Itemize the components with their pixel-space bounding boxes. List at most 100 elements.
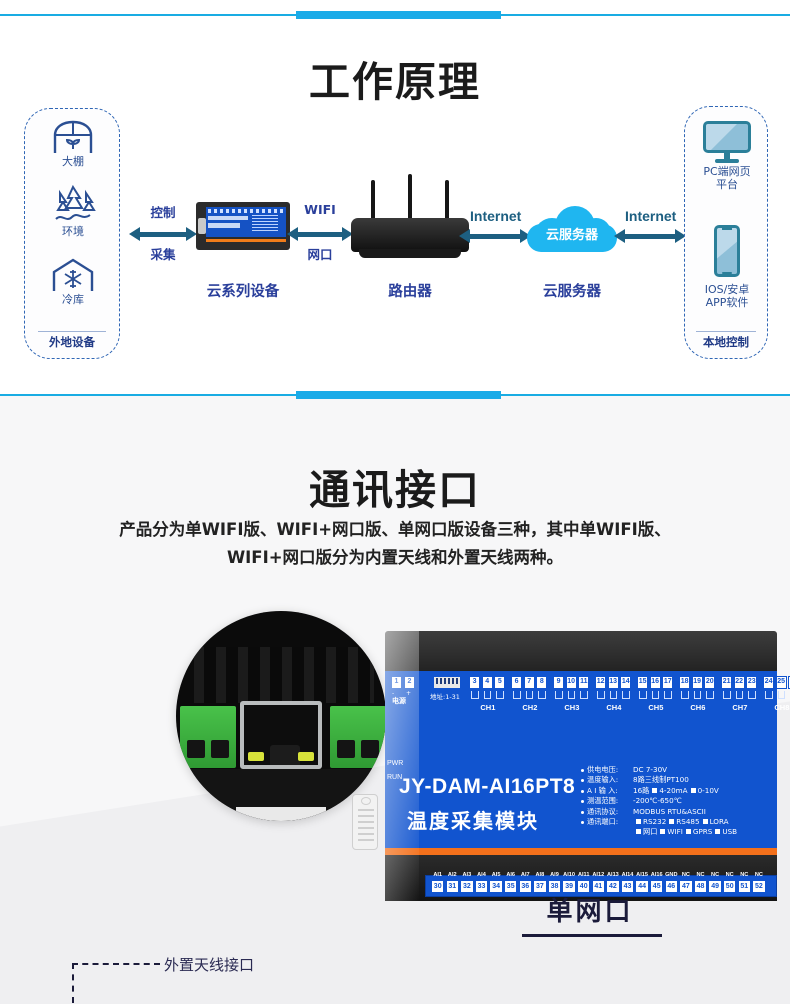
router-antenna-right [445,180,449,220]
device-front-label: PWR RUN 1 2 - + 电源 [385,671,790,855]
spec-row: 测温范围:-200℃-650℃ [581,796,773,806]
spec-option: USB [722,827,738,837]
channel-label: CH7 [732,703,748,712]
rj45-led-right [298,752,314,761]
terminal-wiring-mark [706,691,714,699]
cold-storage-icon [52,258,94,291]
bottom-terminal-label: NC [740,872,749,878]
channel-terminal [746,676,758,689]
cold-storage-item: 冷库 [25,257,121,306]
bottom-terminal: 51 [737,880,751,893]
environment-item: 环境 [25,185,121,238]
channel-terminal [662,676,674,689]
power-terminal-2-num: 2 [407,678,412,685]
router-label: 路由器 [388,284,432,300]
spec-key: 测温范围: [587,796,619,806]
bottom-terminal-label: AI9 [550,872,559,878]
bottom-terminal-label: AI5 [491,872,501,878]
app-software-label-line2: APP软件 [705,296,749,309]
terminal-hole [187,740,205,758]
terminal-wiring-mark [538,691,546,699]
terminal-wiring-mark [748,691,756,699]
channel-terminal-number: 19 [693,678,702,685]
spec-option: RS232 [643,817,667,827]
channel-terminal-number: 15 [638,678,647,685]
terminal-wiring-mark [483,691,492,699]
bottom-terminal: 38 [547,880,562,893]
divider-thick-segment [296,11,501,19]
phone-speaker [722,228,732,230]
bottom-terminal-label: NC [711,872,720,878]
arrow2-line [287,227,353,241]
terminal-wiring-mark [664,691,672,699]
terminal-wiring-mark [471,691,479,699]
channel-terminal [578,676,590,689]
cloud-server-image: 云服务器 [527,206,617,254]
bottom-terminal: 46 [664,880,678,893]
bottom-terminal-label: NC [696,872,705,878]
device-orange-accent [385,848,777,855]
channel-terminal-number: 4 [485,678,490,685]
cloud-server-label: 云服务器 [543,284,601,300]
product-model-text: JY-DAM-AI16PT8 [399,775,576,798]
channel-terminal-number: 12 [596,678,605,685]
cold-storage-label: 冷库 [62,293,84,306]
greenhouse-icon [53,120,93,153]
smartphone-icon [714,225,740,277]
pwr-led-label: PWR [387,760,404,767]
working-principle-section: 工作原理 大棚 环境 [0,0,790,396]
channel-terminal-number: 3 [472,678,477,685]
terminal-wiring-mark [525,691,534,699]
communication-interface-section: 通讯接口 产品分为单WIFI版、WIFI+网口版、单网口版设备三种，其中单WIF… [0,391,790,1004]
bottom-terminal-label: AI12 [592,872,605,878]
bottom-terminal-label: AI14 [621,872,634,878]
green-terminal-block-left [180,706,236,768]
terminal-wiring-mark [609,691,618,699]
channel-terminal-number: 25 [777,678,786,685]
monitor-screen [703,121,751,153]
phone-home-button [722,272,732,274]
arrow1-head-right [186,227,197,241]
channel-terminal [788,676,790,689]
channel-terminal-number: 8 [539,678,544,685]
bottom-terminal: 43 [620,880,635,893]
power-plus-label: + [406,690,412,697]
channel-terminal-number: 13 [609,678,618,685]
dip-switch [433,676,461,689]
product-variant-caption: 单网口 [546,897,634,927]
cloud-base [527,224,617,252]
checkbox-icon [702,819,708,825]
router-body [351,218,469,252]
bottom-terminal-label: AI16 [650,872,663,878]
channel-terminal-number: 6 [514,678,519,685]
bottom-terminal: 36 [518,880,532,893]
terminal-wiring-mark [681,691,689,699]
terminal-wiring-mark [639,691,647,699]
channel-terminal [733,676,745,689]
terminal-wiring-mark [567,691,576,699]
bottom-terminal: 33 [474,880,489,893]
arrow4-line [614,229,686,243]
channel-label: CH4 [606,703,622,712]
bottom-terminal: 40 [577,880,591,893]
terminal-wiring-mark [597,691,605,699]
cloud-series-device-label: 云系列设备 [206,284,280,300]
channel-terminal [679,676,691,689]
spec-key: 供电电压: [587,765,619,774]
terminal-hole [337,740,355,758]
router-antenna-center [408,174,412,220]
terminal-hole [211,740,229,758]
rj45-tab [270,745,300,765]
channel-terminal [511,676,523,689]
monitor-icon [703,121,751,163]
section2-title: 通讯接口 [309,466,481,514]
channel-terminal-number: 16 [651,678,660,685]
channel-label: CH6 [690,703,706,712]
arrow1-label-bottom: 采集 [150,247,176,262]
router-base [359,249,461,258]
product-photo-stage: PWR RUN 1 2 - + 电源 [0,586,790,1004]
channel-terminal-number: 20 [705,678,714,685]
bottom-terminal: 47 [679,880,693,893]
green-terminal-block-right [330,706,386,768]
spec-value: MODBUS RTU&ASCII [633,806,706,816]
